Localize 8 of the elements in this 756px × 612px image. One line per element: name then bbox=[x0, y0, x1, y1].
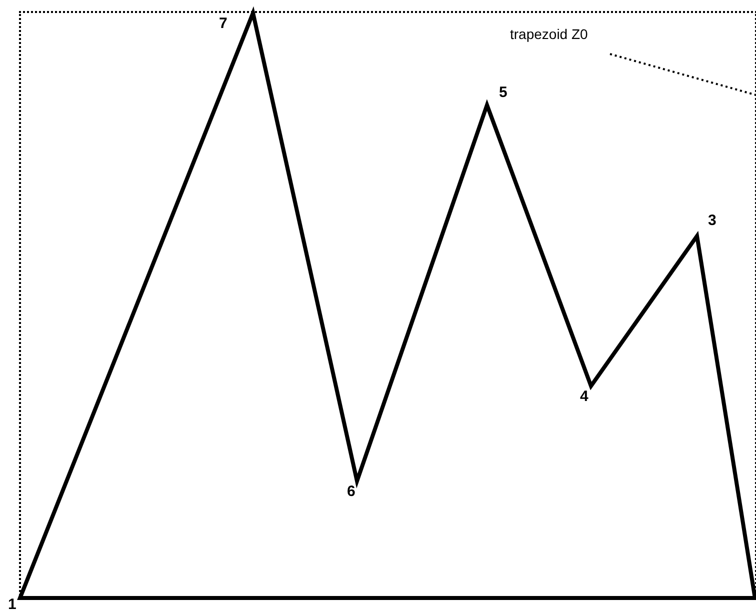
leader-line bbox=[610, 53, 756, 96]
vertex-number: 3 bbox=[708, 213, 716, 229]
node-label: trapezoid Z0 bbox=[510, 26, 610, 54]
vertex-number: 7 bbox=[219, 16, 228, 32]
vertex-number: 1 bbox=[8, 597, 16, 612]
vertex-number: 5 bbox=[499, 85, 508, 101]
vertex-number: 6 bbox=[347, 484, 356, 500]
vertex-number: 4 bbox=[580, 389, 588, 405]
